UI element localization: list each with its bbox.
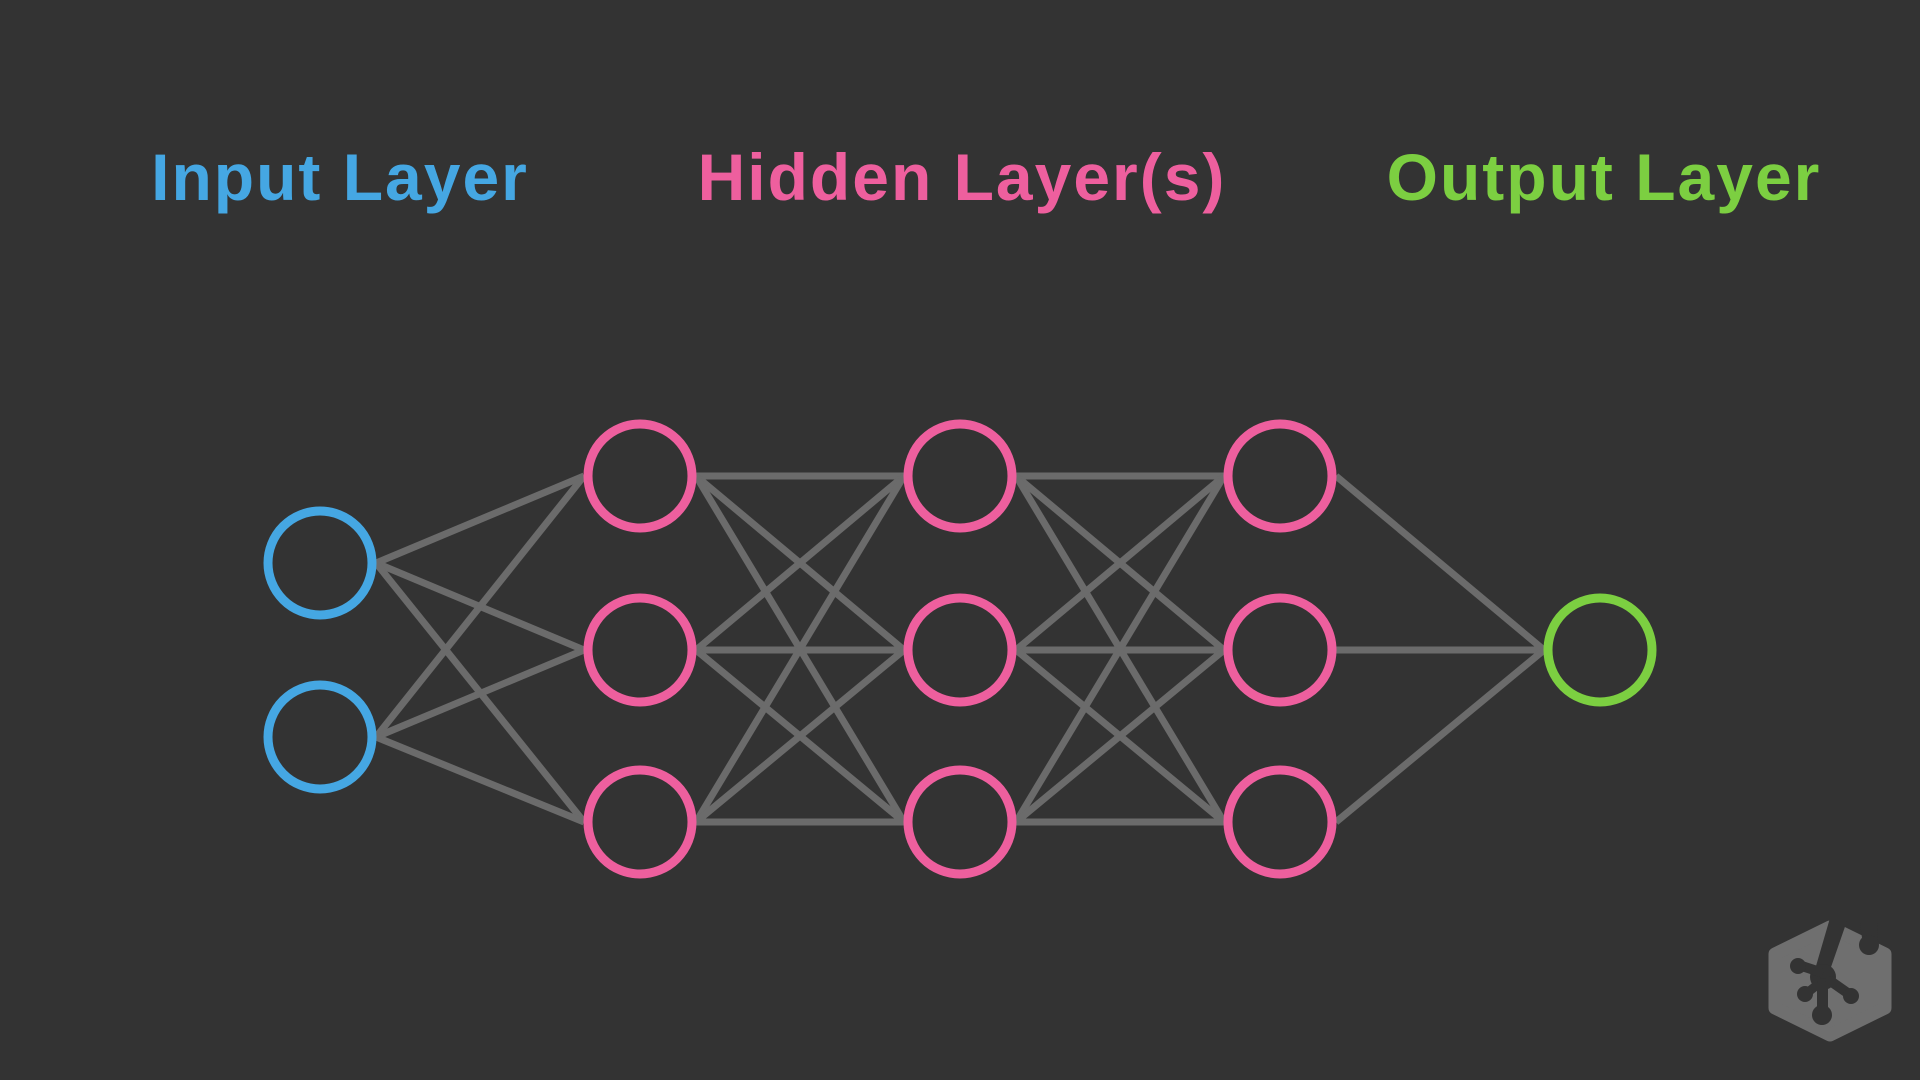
connection-input-layer-to-hidden-layer-1 <box>374 646 586 741</box>
toe-stem-down <box>1817 978 1828 1014</box>
foot-leg <box>1816 918 1848 970</box>
connection-hidden-layer-2-to-hidden-layer-3 <box>1013 474 1227 824</box>
connection-hidden-layer-3-to-output-layer <box>1333 473 1547 653</box>
toe-tip-down-left <box>1797 986 1813 1002</box>
connection-input-layer-to-hidden-layer-1 <box>374 472 586 567</box>
toe-tip-left <box>1790 958 1806 974</box>
hidden-layer-3-node-3 <box>1223 765 1337 879</box>
hidden-layer-1-node-1 <box>583 419 697 533</box>
connection-hidden-layer-2-to-hidden-layer-3 <box>1013 473 1227 653</box>
connection-hidden-layer-2-to-hidden-layer-3 <box>1013 647 1227 825</box>
connection-hidden-layer-3-to-output-layer <box>1333 647 1547 825</box>
connection-input-layer-to-hidden-layer-1 <box>373 473 587 740</box>
toe-tip-down <box>1812 1005 1832 1025</box>
frog-foot-cutout <box>1790 918 1879 1025</box>
output-layer-node-1 <box>1543 593 1657 707</box>
hidden-layer-3-node-2 <box>1223 593 1337 707</box>
hidden-layer-2-node-1 <box>903 419 1017 533</box>
input-layer-node-2 <box>263 680 377 794</box>
toe-tip-right <box>1843 988 1859 1004</box>
input-layer-node-1 <box>263 506 377 620</box>
connection-lines <box>373 472 1547 826</box>
hidden-layer-3-node-1 <box>1223 419 1337 533</box>
hidden-layer-2-node-2 <box>903 593 1017 707</box>
connection-input-layer-to-hidden-layer-1 <box>374 733 586 826</box>
hidden-layer-2-node-3 <box>903 765 1017 879</box>
notch-blob <box>1859 935 1879 955</box>
output-layer-label: Output Layer <box>1386 140 1822 214</box>
hexagon-frog-foot-logo <box>1768 918 1892 1042</box>
connection-hidden-layer-1-to-hidden-layer-2 <box>693 474 907 824</box>
hidden-layer-1-node-2 <box>583 593 697 707</box>
input-layer-label: Input Layer <box>151 140 529 214</box>
connection-hidden-layer-1-to-hidden-layer-2 <box>693 473 907 653</box>
connection-hidden-layer-1-to-hidden-layer-2 <box>693 647 907 825</box>
neuron-nodes <box>263 419 1657 879</box>
hidden-layer-label: Hidden Layer(s) <box>697 140 1227 214</box>
hidden-layer-1-node-3 <box>583 765 697 879</box>
